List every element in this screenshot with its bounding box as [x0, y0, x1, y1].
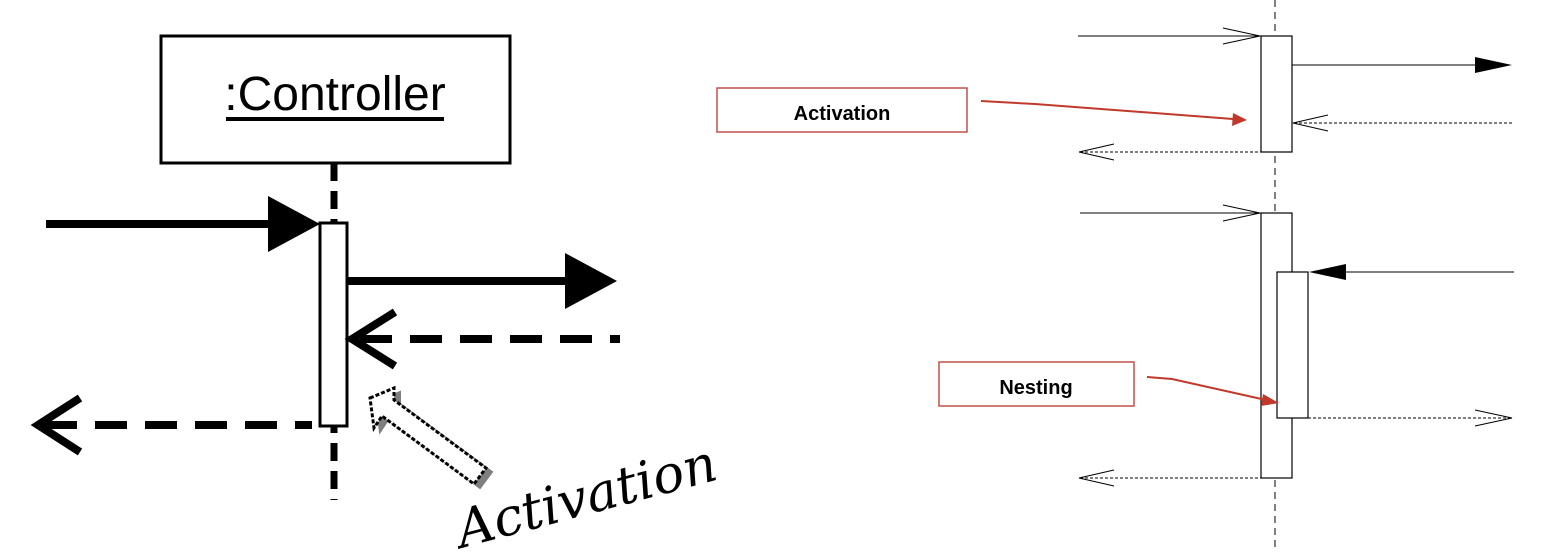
outgoing-return-message: [30, 394, 312, 456]
nested-activation-bar: [1276, 271, 1309, 419]
outgoing-sync-message: [347, 253, 617, 309]
activation-callout-arrow: [368, 385, 494, 490]
activation-note: Activation: [716, 87, 968, 133]
return-out-2: [1078, 469, 1261, 487]
activation-note-label: Activation: [794, 103, 891, 125]
nesting-note-label: Nesting: [999, 377, 1072, 399]
self-call-message: [1309, 264, 1514, 280]
controller-activation-bar: [318, 221, 349, 428]
nesting-note: Nesting: [938, 361, 1135, 407]
nested-return-message: [1308, 409, 1513, 427]
message-out-1: [1292, 57, 1512, 73]
message-in-1: [1078, 27, 1261, 45]
activation-note-pointer: [980, 100, 1247, 126]
incoming-return-message: [344, 308, 620, 370]
right-sequence-diagram: Activation Nesting: [716, 0, 1514, 550]
return-in-1: [1292, 114, 1514, 132]
nesting-note-pointer: [1146, 376, 1279, 406]
message-in-2: [1080, 204, 1261, 222]
controller-lifeline-head: :Controller: [159, 34, 512, 165]
incoming-sync-message: [46, 196, 320, 252]
return-out-1: [1078, 143, 1261, 161]
activation-callout-label: Activation: [446, 434, 723, 556]
left-sequence-diagram: :Controller: [30, 34, 723, 556]
controller-label: :Controller: [224, 68, 445, 121]
right-activation-bar-1: [1260, 35, 1293, 153]
